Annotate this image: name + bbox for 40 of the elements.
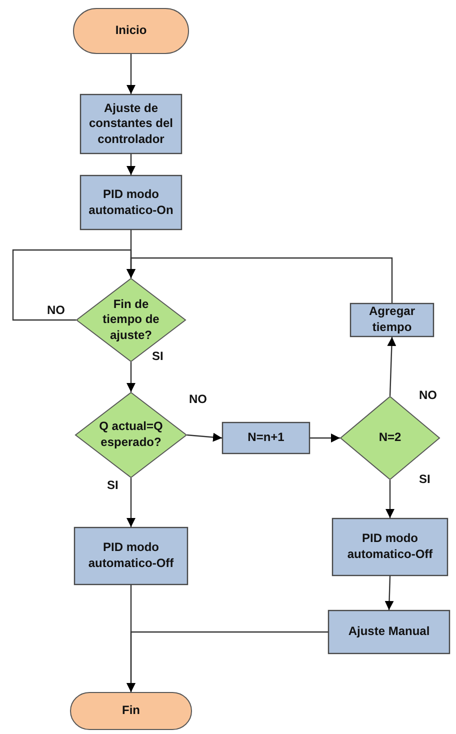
arrow <box>126 478 136 527</box>
node-text: Agregar tiempo <box>368 304 416 336</box>
process-box <box>350 303 434 337</box>
arrow <box>310 434 340 442</box>
edge-label: SI <box>151 349 164 363</box>
node-text: Fin <box>122 703 140 719</box>
node-text: Ajuste Manual <box>348 624 430 640</box>
node-text: PID modo automatico-On <box>88 186 174 218</box>
process-box <box>74 527 188 585</box>
arrow <box>386 480 394 518</box>
node-text: Inicio <box>115 23 147 39</box>
arrow <box>126 362 136 392</box>
arrow <box>384 576 394 610</box>
process-box <box>328 610 450 654</box>
edge-label: NO <box>188 392 208 406</box>
decision-diamond <box>76 278 186 362</box>
arrow <box>126 631 328 692</box>
node-text: PID modo automatico-Off <box>346 531 434 563</box>
arrow <box>186 432 222 442</box>
node-text: Fin de tiempo de ajuste? <box>102 296 160 344</box>
arrow <box>126 257 393 303</box>
terminal-shape <box>73 8 189 54</box>
process-box <box>222 422 310 454</box>
process-box <box>332 518 448 576</box>
process-box <box>80 94 182 154</box>
process-box <box>80 175 182 230</box>
terminal-shape <box>70 692 192 730</box>
edge-label: SI <box>418 472 432 486</box>
arrow <box>387 336 396 396</box>
node-text: Ajuste de constantes del controlador <box>88 100 174 148</box>
edge-label: NO <box>418 388 438 402</box>
node-text: N=2 <box>378 430 402 446</box>
node-text: PID modo automatico-Off <box>87 540 175 572</box>
arrow <box>126 54 136 94</box>
edge-label: NO <box>46 303 66 317</box>
node-text: N=n+1 <box>248 430 284 446</box>
edge-label: SI <box>106 478 120 492</box>
node-text: Q actual=Q esperado? <box>98 419 164 451</box>
decision-diamond <box>75 392 187 478</box>
arrow <box>126 154 136 175</box>
